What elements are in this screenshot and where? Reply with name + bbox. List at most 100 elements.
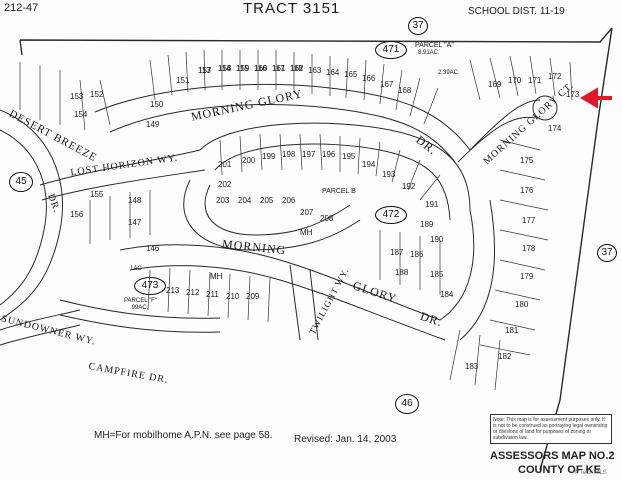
lot-number: 166: [362, 74, 376, 83]
lot-number: 206: [282, 196, 296, 205]
lot-number: 174: [548, 124, 562, 133]
map-number-37-right: 37: [597, 244, 617, 262]
mh-label-2: MH: [210, 272, 223, 281]
lot-number: 155: [90, 190, 104, 199]
tract-title: TRACT 3151: [243, 0, 341, 17]
lot-number: 192: [402, 182, 416, 191]
lot-number: 162: [290, 64, 304, 73]
lot-number: 197: [302, 150, 316, 159]
lot-number: 169: [488, 80, 502, 89]
lot-number: 114: [218, 64, 231, 73]
disclaimer-note: Note: This map is for assessment purpose…: [490, 414, 612, 444]
lot-number: 158: [218, 64, 232, 73]
lot-number: 156: [70, 210, 84, 219]
lot-number: 113: [198, 66, 211, 75]
lot-number: 189: [420, 220, 434, 229]
lot-number: 115: [236, 64, 249, 73]
watermark: © Tech MLS: [574, 470, 607, 476]
lot-number: 188: [395, 268, 409, 277]
lot-number: 165: [344, 70, 358, 79]
lot-number: 148: [128, 196, 142, 205]
lot-number: 191: [425, 200, 439, 209]
lot-number: 150: [150, 100, 164, 109]
lot-number: 213: [166, 286, 180, 295]
lot-number: 173: [566, 90, 580, 99]
parcel-f-label: PARCEL "F": [124, 298, 157, 304]
parcel-b-label: PARCEL B: [322, 188, 356, 195]
school-district: SCHOOL DIST. 11-19: [468, 6, 565, 17]
lot-number: 190: [430, 235, 444, 244]
map-number-471: 471: [375, 41, 407, 59]
lot-number: 183: [465, 362, 479, 371]
mh-note: MH=For mobilhome A.P.N. see page 58.: [94, 430, 273, 441]
lot-number: 157: [198, 66, 212, 75]
lot-number: 154: [74, 110, 88, 119]
lot-number: 153: [70, 92, 84, 101]
assessors-map-number: ASSESSORS MAP NO.2: [490, 450, 615, 462]
lot-number: 152: [90, 90, 104, 99]
lot-number: 177: [522, 216, 536, 225]
lot-number: 159: [236, 64, 250, 73]
lot-number: 184: [440, 290, 454, 299]
lot-number: 151: [176, 76, 190, 85]
county-name: COUNTY OF KE: [518, 464, 601, 476]
lot-number: 210: [226, 292, 240, 301]
parcel-a-area: 8.91AC.: [418, 50, 440, 56]
lot-number: 161: [272, 64, 286, 73]
lot-number: 198: [282, 150, 296, 159]
lot-number: 202: [218, 180, 232, 189]
lot-number: 168: [398, 86, 412, 95]
lot-number: 171: [528, 76, 542, 85]
lot-number: 194: [362, 160, 376, 169]
lot-number: 170: [508, 76, 522, 85]
map-number-472: 472: [375, 206, 407, 224]
area-2-39-ac: 2.39AC.: [438, 70, 460, 76]
lot-number: 176: [520, 186, 534, 195]
lot-number: 146: [146, 244, 160, 253]
lot-number: 116: [254, 64, 267, 73]
lot-number: 204: [238, 196, 252, 205]
parcel-a-label: PARCEL "A": [415, 42, 454, 49]
lot-number: 200: [242, 156, 256, 165]
map-number-37-top: 37: [408, 17, 428, 35]
lot-number: 187: [390, 248, 404, 257]
lot-number: 160: [254, 64, 268, 73]
lot-number: 175: [520, 156, 534, 165]
lot-number: 193: [382, 170, 396, 179]
lot-number: 179: [520, 272, 534, 281]
lot-number: 118: [290, 64, 303, 73]
mh-label-1: MH: [300, 228, 313, 237]
map-number-45: 45: [9, 172, 33, 192]
lot-number: 209: [246, 292, 260, 301]
lot-number: 186: [410, 250, 424, 259]
lot-number: 149: [146, 120, 160, 129]
lot-number: 205: [260, 196, 274, 205]
lot-number: 201: [218, 160, 232, 169]
lot-number: 178: [522, 244, 536, 253]
lot-number: 167: [380, 80, 394, 89]
lot-number: 117: [272, 64, 285, 73]
lot-number: 164: [326, 68, 340, 77]
page-reference: 212-47: [4, 2, 39, 14]
revised-date: Revised: Jan. 14, 2003: [294, 434, 397, 445]
lot-number: 199: [262, 152, 276, 161]
parcel-f-area: .99AC.: [130, 305, 149, 311]
lot-number: 185: [430, 270, 444, 279]
lot-number: 163: [308, 66, 322, 75]
lot-number: 181: [505, 326, 519, 335]
lot-number: 208: [320, 214, 334, 223]
area-1-ac: 1AC: [130, 266, 142, 272]
lot-number: 195: [342, 152, 356, 161]
lot-number: 182: [498, 352, 512, 361]
lot-number: 211: [206, 290, 219, 299]
lot-number: 147: [128, 218, 142, 227]
lot-number: 180: [515, 300, 529, 309]
lot-number: 196: [322, 150, 336, 159]
lot-number: 207: [300, 208, 314, 217]
map-number-473: 473: [134, 277, 166, 295]
map-number-46: 46: [395, 394, 419, 414]
lot-number: 203: [216, 196, 230, 205]
lot-number: 172: [548, 72, 562, 81]
lot-number: 212: [186, 288, 200, 297]
